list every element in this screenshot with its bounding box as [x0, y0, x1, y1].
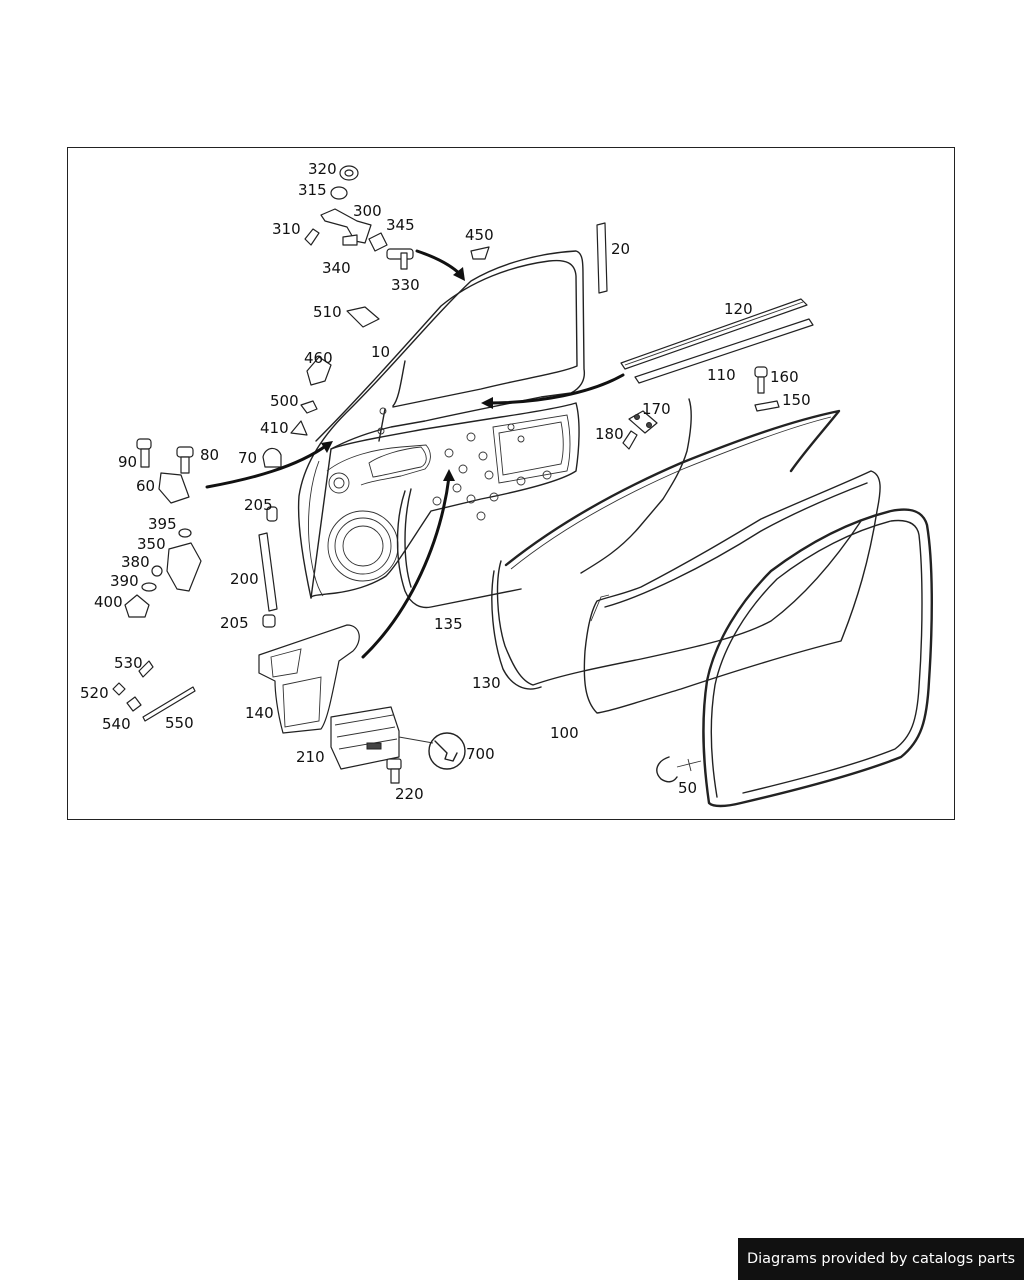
window-weatherstrip-part — [620, 298, 814, 384]
leader-lines — [687, 758, 692, 772]
label-410: 410 — [260, 419, 289, 437]
label-320: 320 — [308, 160, 337, 178]
door-seal-135-part — [396, 490, 522, 609]
label-135: 135 — [434, 615, 463, 633]
parts-diagram-frame: 320 315 300 310 345 340 330 450 20 120 5… — [67, 147, 955, 820]
part-number-labels: 320 315 300 310 345 340 330 450 20 120 5… — [80, 160, 811, 803]
label-160: 160 — [770, 368, 799, 386]
part-460-bracket — [306, 356, 332, 386]
part-510-bracket — [346, 306, 380, 328]
screw-and-clip-part — [754, 366, 780, 412]
label-520: 520 — [80, 684, 109, 702]
door-parts-exploded-diagram: 320 315 300 310 345 340 330 450 20 120 5… — [80, 160, 933, 808]
label-530: 530 — [114, 654, 143, 672]
part-410-clip — [290, 420, 308, 436]
label-310: 310 — [272, 220, 301, 238]
strut-200-part — [258, 506, 278, 628]
label-315: 315 — [298, 181, 327, 199]
label-205-bottom: 205 — [220, 614, 249, 632]
label-540: 540 — [102, 715, 131, 733]
guide-bracket-part — [622, 410, 658, 450]
door-handle-140-part — [258, 624, 360, 734]
label-700: 700 — [466, 745, 495, 763]
arrows — [205, 249, 625, 659]
label-20: 20 — [611, 240, 630, 258]
label-170: 170 — [642, 400, 671, 418]
control-module-210-part — [330, 706, 434, 784]
label-550: 550 — [165, 714, 194, 732]
label-150: 150 — [782, 391, 811, 409]
label-100: 100 — [550, 724, 579, 742]
label-510: 510 — [313, 303, 342, 321]
label-50: 50 — [678, 779, 697, 797]
label-450: 450 — [465, 226, 494, 244]
label-80: 80 — [200, 446, 219, 464]
hinge-cluster-lower-part — [136, 438, 194, 504]
label-400: 400 — [94, 593, 123, 611]
label-330: 330 — [391, 276, 420, 294]
label-180: 180 — [595, 425, 624, 443]
label-90: 90 — [118, 453, 137, 471]
window-guide-rail-part — [580, 398, 692, 574]
label-345: 345 — [386, 216, 415, 234]
label-140: 140 — [245, 704, 274, 722]
clip-50-part — [656, 756, 678, 783]
label-300: 300 — [353, 202, 382, 220]
label-10: 10 — [371, 343, 390, 361]
label-340: 340 — [322, 259, 351, 277]
trim-strip-part — [596, 222, 608, 294]
label-210: 210 — [296, 748, 325, 766]
label-60: 60 — [136, 477, 155, 495]
outer-door-seal-part — [702, 508, 933, 808]
label-130: 130 — [472, 674, 501, 692]
part-500-clip — [300, 400, 318, 414]
check-strap-cluster-part — [124, 528, 202, 618]
label-120: 120 — [724, 300, 753, 318]
hinge-cluster-top-part — [304, 165, 414, 270]
label-395: 395 — [148, 515, 177, 533]
glass-run-seal-part — [504, 409, 841, 567]
part-550 — [142, 686, 196, 722]
label-70: 70 — [238, 449, 257, 467]
label-380: 380 — [121, 553, 150, 571]
part-70-buffer — [262, 447, 282, 468]
wrench-icon — [428, 732, 466, 770]
label-110: 110 — [707, 366, 736, 384]
label-460: 460 — [304, 349, 333, 367]
part-520 — [112, 682, 126, 696]
part-530 — [138, 660, 154, 678]
door-seal-100-part — [583, 470, 881, 714]
door-shell-part — [297, 250, 586, 599]
label-390: 390 — [110, 572, 139, 590]
label-350: 350 — [137, 535, 166, 553]
door-seal-130-part — [496, 520, 862, 686]
credit-banner: Diagrams provided by catalogs parts — [738, 1238, 1024, 1280]
label-500: 500 — [270, 392, 299, 410]
part-540 — [126, 696, 142, 712]
label-220: 220 — [395, 785, 424, 803]
label-200: 200 — [230, 570, 259, 588]
label-205-top: 205 — [244, 496, 273, 514]
part-450-clip — [470, 246, 490, 260]
